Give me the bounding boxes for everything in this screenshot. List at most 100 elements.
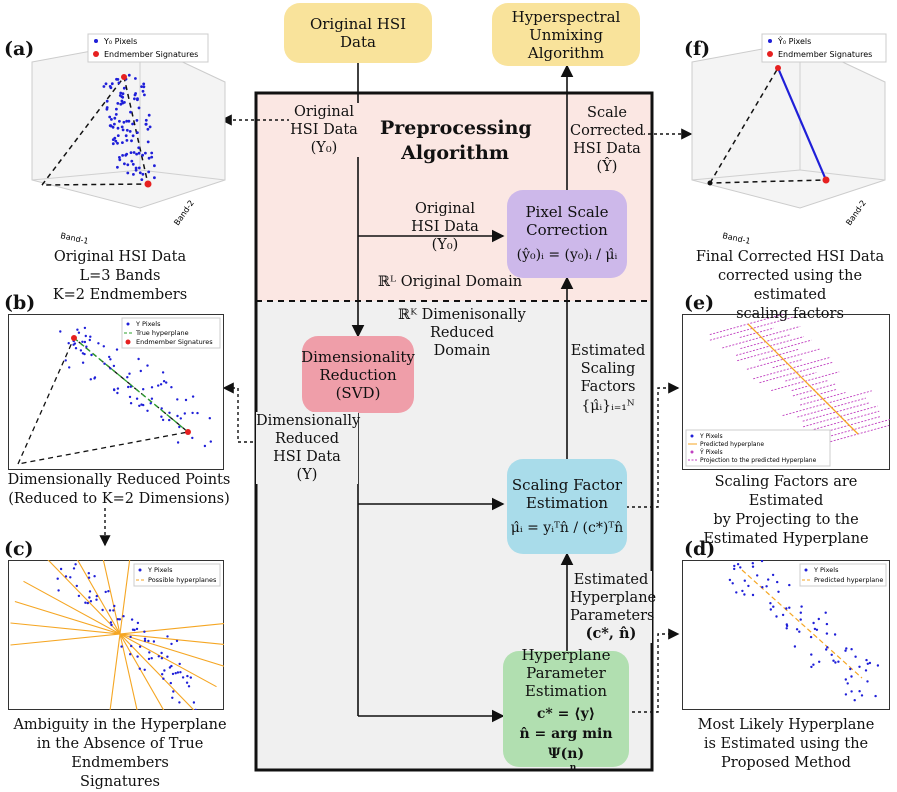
- scatter-point: [134, 77, 137, 80]
- scatter-point: [874, 694, 877, 698]
- scatter-point: [115, 107, 118, 111]
- node-unmixing-line3: Algorithm: [527, 43, 605, 62]
- scatter-point: [175, 639, 179, 643]
- panel-f-caption: Final Corrected HSI Data corrected using…: [686, 248, 894, 324]
- scatter-point: [810, 653, 813, 656]
- scatter-point: [134, 168, 138, 172]
- scatter-point: [876, 664, 880, 667]
- scatter-point: [146, 409, 149, 412]
- possible-hyperplane-line: [109, 560, 131, 710]
- label-orig-mid-3: (Y₀): [431, 237, 459, 253]
- scatter-point: [144, 151, 147, 155]
- scatter-point: [116, 391, 119, 395]
- scatter-point: [137, 166, 141, 170]
- label-est-scaling-4: {μ̂ᵢ}ᵢ₌₁ᴺ: [581, 398, 635, 414]
- scatter-point: [147, 113, 151, 117]
- scatter-point: [128, 395, 132, 399]
- panel-d-caption-2: is Estimated using the: [703, 736, 869, 752]
- scatter-point: [113, 388, 116, 392]
- scatter-point: [128, 372, 131, 375]
- scatter-point: [121, 128, 125, 132]
- scatter-point: [118, 94, 122, 97]
- scatter-point: [124, 153, 128, 157]
- scatter-point: [185, 681, 189, 684]
- scatter-point: [152, 640, 156, 643]
- scatter-point: [799, 611, 802, 614]
- panel-a-axis-band2: Band-2: [172, 199, 196, 228]
- scatter-point: [772, 605, 775, 608]
- scatter-point: [97, 342, 100, 345]
- panel-a-caption-1: Original HSI Data: [53, 249, 187, 265]
- scatter-point: [142, 82, 146, 86]
- panel-c-caption-2: in the Absence of True Endmembers: [36, 736, 204, 771]
- label-dim-reduced-2: Reduced: [274, 431, 340, 447]
- label-scale-corrected-4: (Ŷ): [596, 159, 618, 175]
- scatter-point: [85, 345, 88, 348]
- scatter-point: [130, 159, 134, 163]
- scatter-point: [129, 385, 132, 388]
- scatter-point: [116, 618, 120, 621]
- scatter-point: [168, 666, 172, 669]
- link-to-panel-b: [222, 382, 265, 443]
- label-scale-corrected-1: Scale: [587, 105, 627, 121]
- scatter-point: [118, 119, 121, 123]
- scatter-point: [854, 655, 857, 658]
- scatter-point: [143, 639, 147, 642]
- scatter-point: [132, 173, 135, 176]
- scatter-point: [84, 334, 88, 338]
- scatter-point: [777, 590, 780, 593]
- scatter-point: [150, 397, 154, 400]
- scatter-point: [146, 364, 149, 367]
- scatter-point: [128, 130, 132, 133]
- scatter-point: [776, 580, 779, 584]
- node-scaling-line2: Estimation: [525, 493, 609, 512]
- scatter-point: [174, 672, 177, 675]
- scatter-point: [810, 665, 813, 669]
- panel-c-legend-pixels: Y Pixels: [147, 566, 173, 574]
- scatter-point: [800, 605, 803, 608]
- scatter-point: [143, 668, 146, 671]
- panel-b-legend-hyperplane: True hyperplane: [135, 329, 189, 337]
- scatter-point: [166, 655, 169, 658]
- scatter-point: [111, 142, 115, 146]
- scatter-point: [178, 425, 181, 429]
- scatter-point: [142, 388, 145, 391]
- scatter-point: [137, 151, 141, 155]
- scatter-point: [121, 92, 125, 96]
- scatter-point: [116, 134, 120, 137]
- scatter-point: [129, 110, 132, 114]
- scatter-point: [141, 172, 145, 176]
- node-hyperplane-line1: Hyperplane: [521, 645, 611, 664]
- scatter-point: [89, 378, 93, 381]
- scatter-point: [160, 415, 163, 418]
- scatter-point: [743, 579, 746, 582]
- panel-a-caption-2: L=3 Bands: [79, 268, 161, 284]
- scatter-point: [162, 380, 166, 383]
- scatter-point: [77, 594, 81, 598]
- scatter-point: [812, 621, 815, 625]
- scatter-point: [130, 139, 133, 143]
- panel-f-axis-band1: Band-1: [722, 231, 752, 245]
- scatter-point: [88, 596, 91, 599]
- scatter-point: [858, 665, 861, 668]
- scatter-point: [172, 690, 175, 693]
- scatter-point: [785, 627, 788, 630]
- scatter-point: [141, 153, 144, 157]
- scatter-point: [108, 609, 112, 612]
- scatter-point: [113, 604, 116, 608]
- scatter-point: [165, 381, 168, 384]
- panel-b-legend-endmembers: Endmember Signatures: [136, 338, 213, 346]
- scatter-point: [191, 395, 195, 398]
- scatter-point: [168, 411, 171, 414]
- pixel-scale-formula: (ŷ₀)ᵢ = (y₀)ᵢ / μ̂ᵢ: [516, 247, 618, 263]
- panel-e-caption-2: by Projecting to the: [713, 512, 859, 528]
- projection-segment: [799, 392, 846, 406]
- node-dimred-line2: Reduction: [319, 365, 397, 384]
- scatter-point: [860, 694, 864, 697]
- scatter-point: [112, 364, 116, 368]
- scatter-point: [122, 120, 126, 124]
- label-orig-mid-1: Original: [415, 201, 475, 217]
- scatter-point: [104, 590, 107, 594]
- scatter-point: [147, 639, 150, 643]
- scatter-point: [788, 606, 791, 609]
